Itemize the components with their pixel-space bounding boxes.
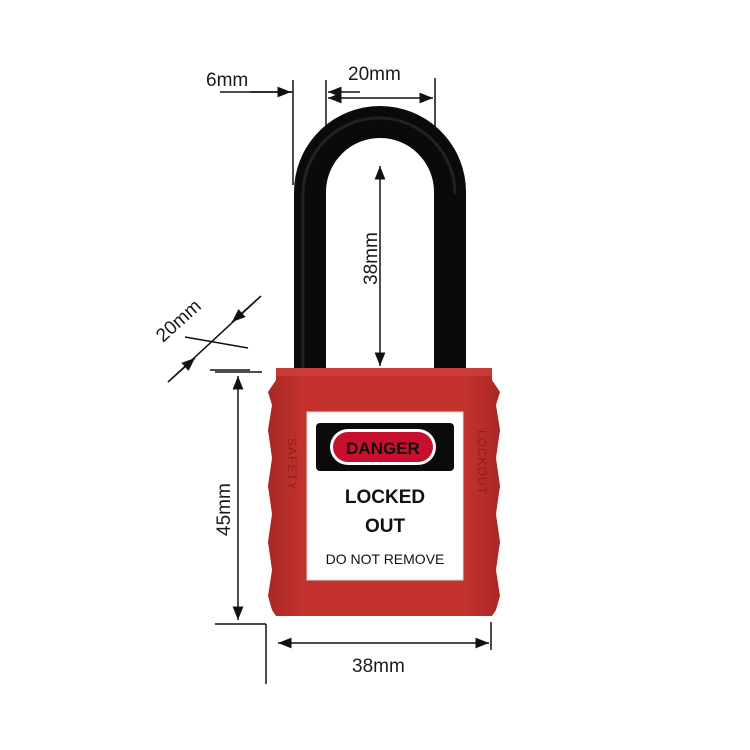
- dimension-shackle-diameter: [220, 80, 360, 185]
- shackle: [294, 106, 466, 378]
- tag-line-locked: LOCKED: [345, 487, 425, 508]
- danger-oval: [333, 432, 433, 462]
- dim-label-20mm-top: 20mm: [348, 64, 401, 85]
- danger-label: DANGER: [346, 439, 420, 458]
- emboss-left: SAFETY: [285, 438, 299, 491]
- dim-label-6mm: 6mm: [206, 70, 248, 91]
- dim-label-38mm-horizontal: 38mm: [352, 656, 405, 677]
- dim-label-45mm: 45mm: [214, 483, 235, 536]
- dimension-body-height: [215, 371, 267, 684]
- dim-label-38mm-vertical: 38mm: [361, 232, 382, 285]
- dimension-shackle-width: [328, 78, 436, 130]
- dimension-body-width: [278, 622, 492, 650]
- tag-line-out: OUT: [365, 516, 406, 537]
- emboss-right: LOCKOUT: [475, 430, 489, 495]
- tag-line-do-not-remove: DO NOT REMOVE: [326, 551, 445, 567]
- danger-tag: DANGER LOCKED OUT DO NOT REMOVE: [306, 411, 464, 581]
- dimension-body-thickness: [167, 295, 262, 383]
